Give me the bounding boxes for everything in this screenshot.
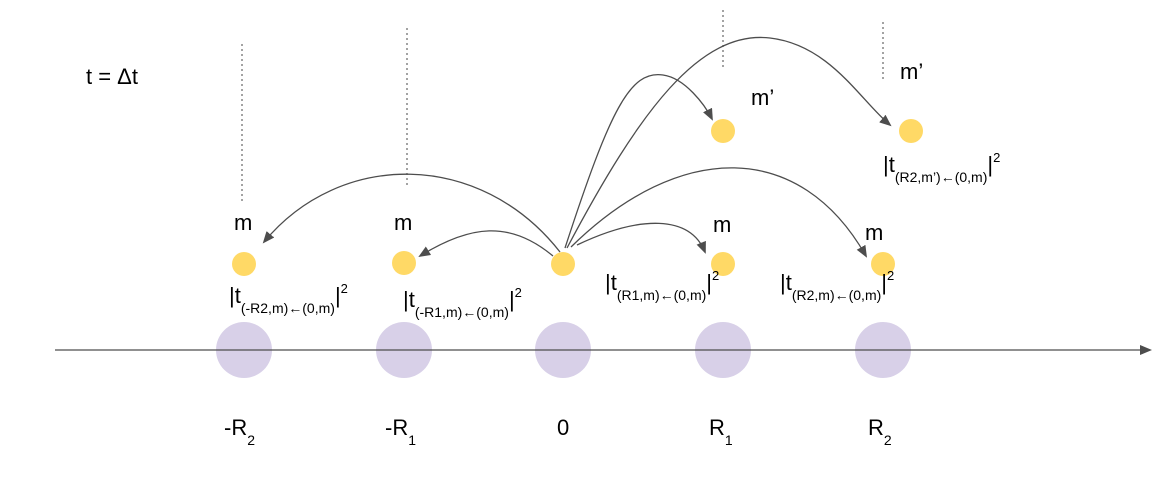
- probability-label-neg-r2: |t(-R2,m)←(0,m)|2: [229, 281, 348, 316]
- hop-arrow-to-r1-mprime: [564, 73, 713, 249]
- orbital-label-r2: m: [865, 220, 883, 245]
- orbital-label-r1: m: [713, 212, 731, 237]
- orbital-dot-neg-r2-m: [232, 252, 256, 276]
- site-label-neg-r1: -R1: [385, 415, 416, 448]
- orbital-dot-r2-mprime: [899, 119, 923, 143]
- probability-label-r2: |t(R2,m)←(0,m)|2: [780, 268, 894, 303]
- hop-arrow-to-r2-mprime: [566, 36, 892, 249]
- orbital-dot-r2-m: [871, 252, 895, 276]
- dotted-guides: [241, 10, 884, 202]
- orbital-label-r2-mprime: m’: [900, 59, 923, 84]
- orbital-label-neg-r1: m: [394, 210, 412, 235]
- orbital-label-r1-mprime: m’: [751, 85, 774, 110]
- hop-arrow-to-neg-r2: [262, 173, 561, 253]
- hop-arrow-to-neg-r1: [418, 230, 554, 258]
- hopping-arrows: [262, 36, 892, 258]
- hop-arrow-to-r2: [570, 167, 867, 258]
- site-labels: -R2 -R1 0 R1 R2: [224, 415, 892, 448]
- site-label-neg-r2: -R2: [224, 415, 255, 448]
- site-label-origin: 0: [557, 415, 569, 440]
- probability-label-neg-r1: |t(-R1,m)←(0,m)|2: [403, 285, 522, 320]
- hop-arrow-to-r1: [576, 222, 706, 254]
- orbital-dot-r1-m: [711, 252, 735, 276]
- site-label-r2: R2: [868, 415, 892, 448]
- orbital-labels: m m m m m’ m’: [234, 59, 923, 245]
- orbital-dot-neg-r1-m: [392, 251, 416, 275]
- probability-label-r2-mprime: |t(R2,m’)←(0,m)|2: [883, 150, 1000, 185]
- time-label: t = Δt: [86, 64, 138, 89]
- probability-labels: |t(-R2,m)←(0,m)|2 |t(-R1,m)←(0,m)|2 |t(R…: [229, 150, 1000, 320]
- site-label-r1: R1: [709, 415, 733, 448]
- orbital-dot-r1-mprime: [711, 119, 735, 143]
- orbital-dots: [232, 119, 923, 276]
- orbital-label-neg-r2: m: [234, 210, 252, 235]
- probability-label-r1: |t(R1,m)←(0,m)|2: [605, 268, 719, 303]
- orbital-dot-origin-m: [551, 252, 575, 276]
